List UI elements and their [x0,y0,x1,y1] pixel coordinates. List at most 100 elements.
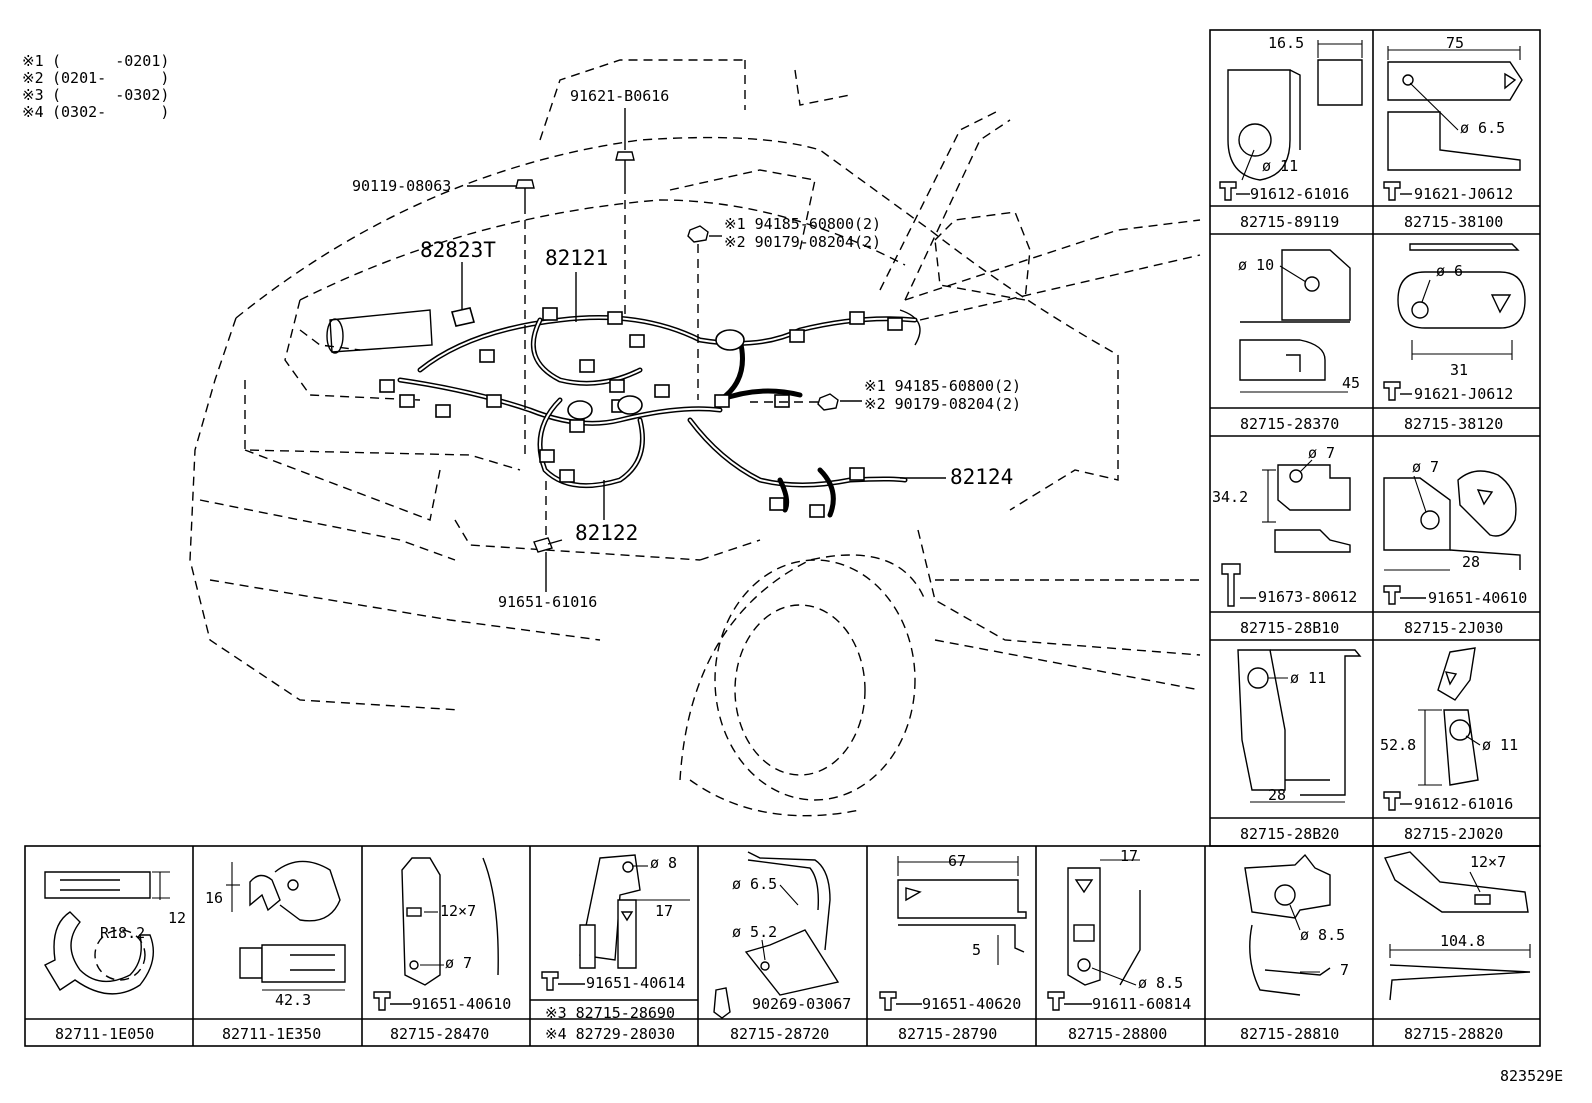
cell-3-dim-a: ø 6 [1436,262,1463,280]
legend-range-3: ( -0302) [52,86,169,104]
bottom-cell-4-dim-a: ø 6.5 [732,875,777,893]
bottom-cell-4-bolt: 90269-03067 [752,995,851,1013]
bottom-cell-0-dim-b: R18.2 [100,924,145,942]
bottom-cell-2-bolt: 91651-40610 [412,995,511,1013]
grid-cell-5: ø 7 28 91651-40610 82715-2J030 [1383,458,1527,637]
bottom-cell-1-part: 82711-1E350 [222,1025,321,1043]
cell-0-part: 82715-89119 [1240,213,1339,231]
cell-4-dim-b: ø 7 [1308,444,1335,462]
bolt-icon [541,971,559,991]
bottom-cell-5-part: 82715-28790 [898,1025,997,1043]
vehicle-outline [189,59,1201,817]
legend-range-4: (0302- ) [52,103,169,121]
callout-nut-upper-2: ※2 90179-08204(2) [724,233,881,251]
callout-nut-lower-2: ※2 90179-08204(2) [864,395,1021,413]
legend-mark-1: ※1 [22,52,44,70]
bottom-cell-7-part: 82715-28810 [1240,1025,1339,1043]
cell-5-dim-b: 28 [1462,553,1480,571]
bottom-cell-3: ø 8 17 91651-40614 ※3 82715-28690 ※4 827… [541,854,690,1043]
bolt-icon [1383,585,1401,605]
figure-code: 823529E [1500,1067,1563,1085]
bolt-icon [373,991,391,1011]
bottom-cell-1-dim-b: 42.3 [275,991,311,1009]
legend-mark-4: ※4 [22,103,44,121]
cell-2-part: 82715-28370 [1240,415,1339,433]
cell-4-bolt: 91673-80612 [1258,588,1357,606]
bottom-cell-8-dim-b: 104.8 [1440,932,1485,950]
cell-0-dim-a: 16.5 [1268,34,1304,52]
cell-7-bolt: 91612-61016 [1414,795,1513,813]
bottom-cell-3-alt-1: ※3 82715-28690 [545,1004,675,1022]
cell-1-part: 82715-38100 [1404,213,1503,231]
cell-5-part: 82715-2J030 [1404,619,1503,637]
grid-cell-2: ø 10 45 82715-28370 [1238,249,1360,433]
cell-0-bolt: 91612-61016 [1250,185,1349,203]
cell-0-dim-b: ø 11 [1262,157,1298,175]
cell-3-bolt: 91621-J0612 [1414,385,1513,403]
cell-1-bolt: 91621-J0612 [1414,185,1513,203]
bottom-cell-7-dim-a: ø 8.5 [1300,926,1345,944]
legend: ※1 ( -0201) ※2 (0201- ) ※3 ( -0302) ※4 (… [22,52,169,121]
cell-7-part: 82715-2J020 [1404,825,1503,843]
bolt-icon [1383,791,1401,811]
cell-5-dim-a: ø 7 [1412,458,1439,476]
legend-range-1: ( -0201) [52,52,169,70]
cell-2-dim-b: 45 [1342,374,1360,392]
callout-clip: 82823T [420,238,496,262]
bottom-cell-5-bolt: 91651-40620 [922,995,1021,1013]
bottom-cell-8-part: 82715-28820 [1404,1025,1503,1043]
bolt-icon [879,991,897,1011]
bolt-washer-icon [1221,563,1241,607]
cell-5-bolt: 91651-40610 [1428,589,1527,607]
callout-bolt-bottom: 91651-61016 [498,593,597,611]
bottom-cell-8-dim-a: 12×7 [1470,853,1506,871]
bottom-cell-4-dim-b: ø 5.2 [732,923,777,941]
legend-range-2: (0201- ) [52,69,169,87]
callout-bolt-top: 91621-B0616 [570,87,669,105]
bottom-cell-2-dim-b: ø 7 [445,954,472,972]
bottom-cell-0: 12 R18.2 82711-1E050 [44,871,186,1043]
bottom-cell-3-alt-2: ※4 82729-28030 [545,1025,675,1043]
bottom-cell-6-part: 82715-28800 [1068,1025,1167,1043]
callout-nut-upper-1: ※1 94185-60800(2) [724,215,881,233]
cell-4-part: 82715-28B10 [1240,619,1339,637]
bottom-cell-1: 16 42.3 82711-1E350 [205,860,346,1043]
grid-cell-3: ø 6 31 91621-J0612 82715-38120 [1383,243,1526,433]
bottom-cell-6-dim-a: 17 [1120,847,1138,865]
cell-7-dim-a: 52.8 [1380,736,1416,754]
bottom-cell-6-bolt: 91611-60814 [1092,995,1191,1013]
bottom-cell-2-dim-a: 12×7 [440,902,476,920]
bottom-cell-0-part: 82711-1E050 [55,1025,154,1043]
callout-harness-main: 82121 [545,246,608,270]
callouts: 91621-B0616 90119-08063 ※1 94185-60800(2… [352,87,1021,611]
grid-cell-6: ø 11 28 82715-28B20 [1237,649,1362,843]
bolt-icon [1047,991,1065,1011]
bottom-cell-5-dim-a: 67 [948,852,966,870]
bolt-icon [1383,381,1401,401]
bottom-cell-6-dim-b: ø 8.5 [1138,974,1183,992]
callout-harness-lower: 82122 [575,521,638,545]
bottom-cell-5-dim-b: 5 [972,941,981,959]
cell-1-dim-a: 75 [1446,34,1464,52]
grid-cell-7: 52.8 ø 11 91612-61016 82715-2J020 [1380,647,1518,843]
grid-cell-0: 16.5 ø 11 91612-61016 82715-89119 [1219,34,1363,231]
cell-4-dim-a: 34.2 [1212,488,1248,506]
bottom-cell-0-dim-a: 12 [168,909,186,927]
callout-harness-right: 82124 [950,465,1013,489]
bottom-cell-7-dim-b: 7 [1340,961,1349,979]
grid-cell-4: 34.2 ø 7 91673-80612 82715-28B10 [1212,444,1357,637]
bottom-cell-4-part: 82715-28720 [730,1025,829,1043]
cell-6-dim-a: ø 11 [1290,669,1326,687]
bottom-cell-4: ø 6.5 ø 5.2 90269-03067 82715-28720 [713,851,851,1043]
bolt-icon [1383,181,1401,201]
callout-bolt-left: 90119-08063 [352,177,451,195]
cell-7-dim-b: ø 11 [1482,736,1518,754]
callout-nut-lower-1: ※1 94185-60800(2) [864,377,1021,395]
bottom-cell-8: 12×7 104.8 82715-28820 [1384,851,1531,1043]
cell-6-part: 82715-28B20 [1240,825,1339,843]
cell-3-dim-b: 31 [1450,361,1468,379]
bottom-cell-5: 67 5 91651-40620 82715-28790 [879,852,1027,1043]
bottom-cell-2-part: 82715-28470 [390,1025,489,1043]
